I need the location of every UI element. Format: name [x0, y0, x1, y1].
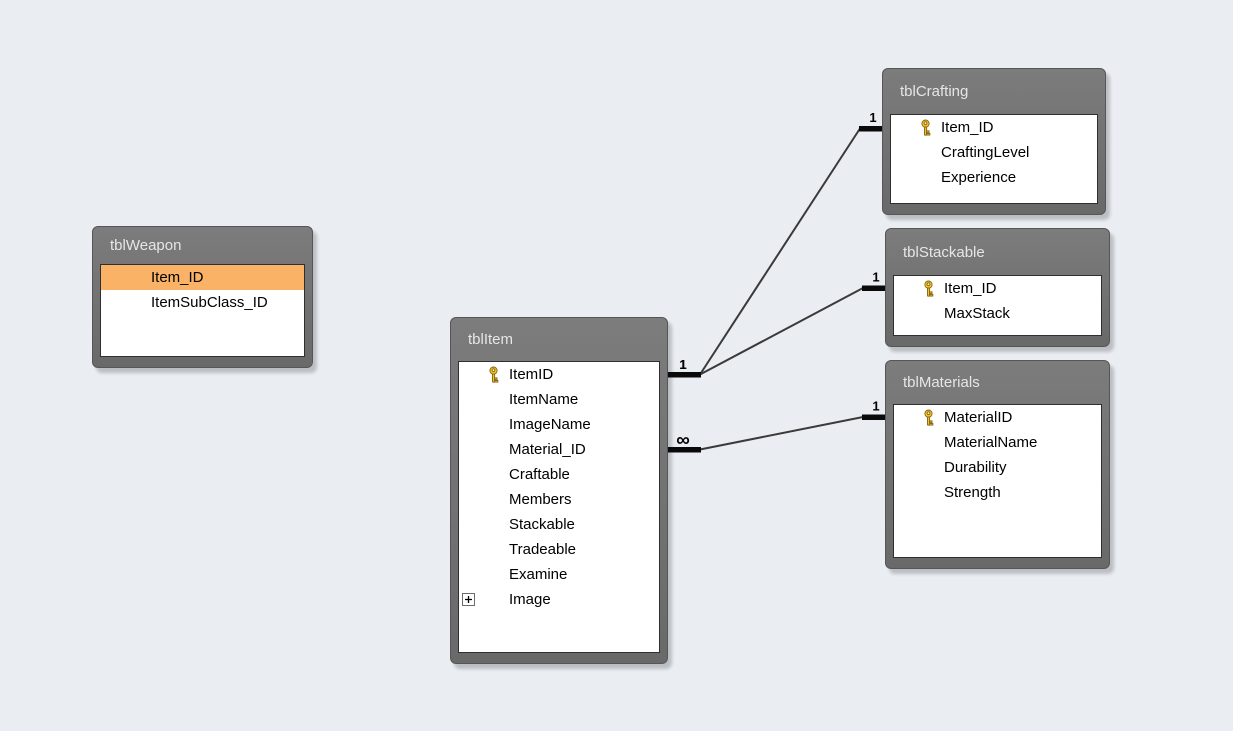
field-name: Item_ID [941, 119, 994, 136]
field-name: Strength [944, 484, 1001, 501]
field-row[interactable]: Stackable [459, 512, 659, 537]
field-row[interactable]: Strength [894, 480, 1101, 505]
field-name: ItemName [509, 391, 579, 408]
key-gutter [916, 409, 942, 427]
field-row[interactable]: Image [459, 587, 659, 612]
table-title[interactable]: tblCrafting [900, 83, 969, 100]
cardinality-label-to: 1 [872, 270, 879, 285]
field-row[interactable]: Experience [891, 165, 1097, 190]
field-row[interactable]: ItemID [459, 362, 659, 387]
field-name: Stackable [509, 516, 575, 533]
field-name: Material_ID [509, 441, 586, 458]
key-gutter [913, 119, 939, 137]
primary-key-icon [924, 280, 934, 297]
primary-key-icon [489, 366, 499, 383]
field-row[interactable]: MaxStack [894, 301, 1101, 326]
expand-subdatasheet-icon[interactable] [462, 593, 475, 606]
relationship-line[interactable] [699, 127, 861, 376]
relationship-tblitem-tblstackable[interactable]: 11 [668, 270, 885, 378]
connector-bar-to [862, 285, 885, 291]
relationship-tblitem-tblcrafting[interactable]: 11 [668, 110, 882, 378]
field-row[interactable]: Durability [894, 455, 1101, 480]
key-gutter [916, 280, 942, 298]
field-row[interactable]: Tradeable [459, 537, 659, 562]
relationship-tblitem-tblmaterials[interactable]: ∞1 [668, 399, 885, 453]
field-row[interactable]: MaterialID [894, 405, 1101, 430]
connector-bar-to [862, 414, 885, 420]
field-row[interactable]: Item_ID [894, 276, 1101, 301]
field-name: Item_ID [151, 269, 204, 286]
field-row[interactable]: Item_ID [891, 115, 1097, 140]
primary-key-icon [924, 409, 934, 426]
field-name: ImageName [509, 416, 591, 433]
table-field-list: Item_ID ItemSubClass_ID [100, 264, 305, 357]
table-field-list: Item_ID MaxStack [893, 275, 1102, 336]
cardinality-label-from: 1 [679, 357, 686, 372]
field-name: MaterialName [944, 434, 1038, 451]
field-name: CraftingLevel [941, 144, 1030, 161]
cardinality-label-from: 1 [679, 357, 686, 372]
expand-gutter [459, 593, 481, 606]
field-row[interactable]: Item_ID [101, 265, 304, 290]
field-name: Craftable [509, 466, 570, 483]
field-row[interactable]: ItemName [459, 387, 659, 412]
table-title[interactable]: tblMaterials [903, 374, 980, 391]
field-name: Tradeable [509, 541, 576, 558]
field-row[interactable]: ImageName [459, 412, 659, 437]
cardinality-label-to: 1 [872, 399, 879, 414]
field-row[interactable]: Examine [459, 562, 659, 587]
key-gutter [481, 366, 507, 384]
field-name: Members [509, 491, 572, 508]
table-title[interactable]: tblStackable [903, 243, 985, 261]
connector-bar-from [668, 447, 701, 453]
field-name: ItemID [509, 366, 554, 383]
field-row[interactable]: CraftingLevel [891, 140, 1097, 165]
field-row[interactable]: Craftable [459, 462, 659, 487]
primary-key-icon [921, 119, 931, 136]
connector-bar-to [859, 126, 882, 132]
field-row[interactable]: MaterialName [894, 430, 1101, 455]
field-row[interactable]: Material_ID [459, 437, 659, 462]
field-name: Image [509, 591, 551, 608]
field-name: Examine [509, 566, 568, 583]
relationship-line[interactable] [699, 287, 864, 376]
connector-bar-from [668, 372, 701, 378]
field-row[interactable]: Members [459, 487, 659, 512]
connector-bar-from [668, 372, 701, 378]
field-name: ItemSubClass_ID [151, 294, 268, 311]
cardinality-label-to: 1 [869, 110, 876, 125]
field-name: Durability [944, 459, 1007, 476]
field-row[interactable]: ItemSubClass_ID [101, 290, 304, 315]
field-name: MaterialID [944, 409, 1013, 426]
table-title[interactable]: tblItem [468, 331, 514, 348]
field-name: MaxStack [944, 305, 1010, 322]
field-name: Experience [941, 169, 1017, 186]
field-name: Item_ID [944, 280, 997, 297]
cardinality-label-from: ∞ [676, 430, 690, 451]
relationship-line[interactable] [699, 416, 864, 451]
table-title[interactable]: tblWeapon [110, 237, 182, 254]
